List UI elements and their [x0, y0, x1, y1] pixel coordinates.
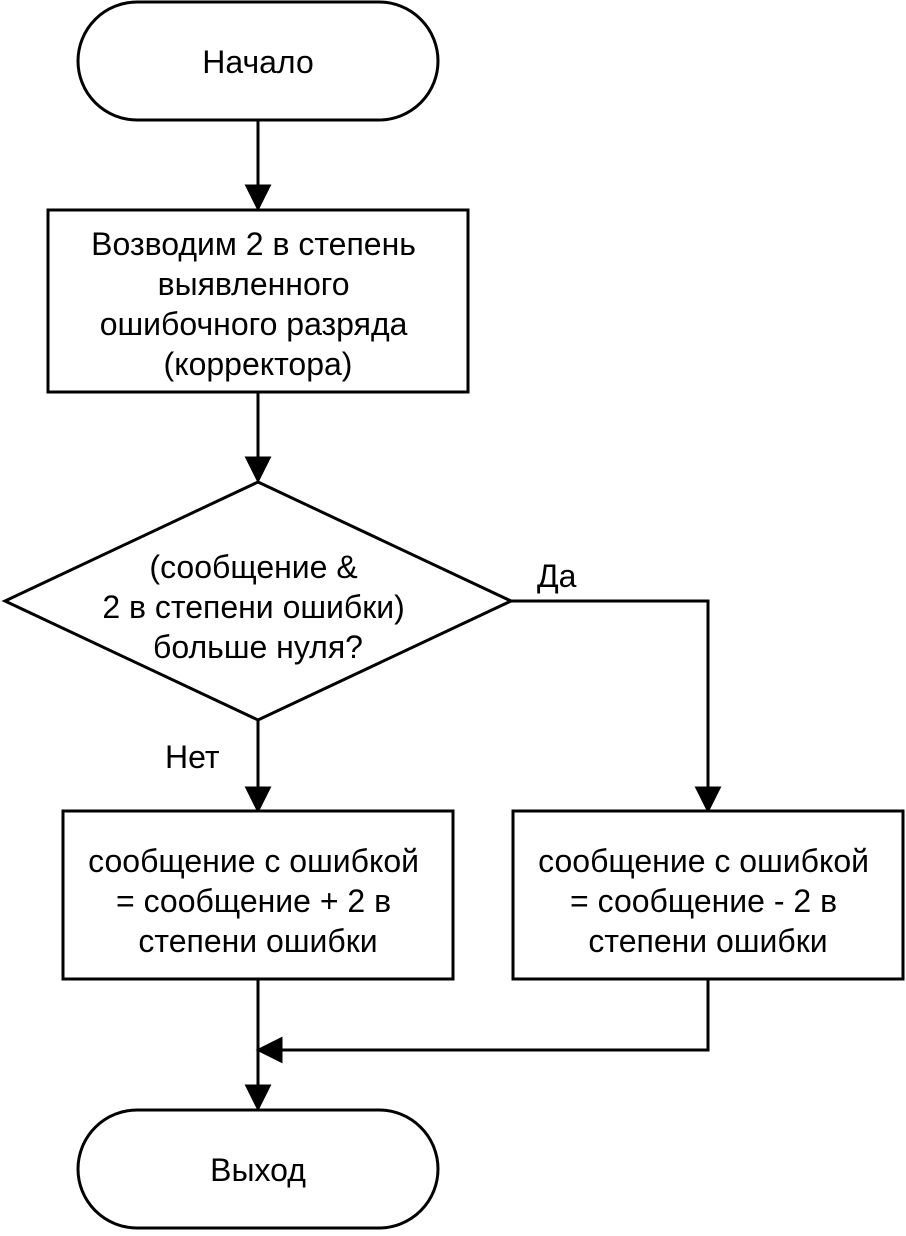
process-power-line: ошибочного разряда [100, 306, 408, 342]
arrowhead-icon [244, 184, 272, 212]
terminator-start: Начало [76, 0, 440, 122]
decision-line: (сообщение & [149, 549, 357, 585]
edge-label-no: Нет [165, 739, 220, 775]
process-yes-branch-line: сообщение с ошибкой [538, 843, 869, 879]
decision-sign-check: (сообщение & 2 в степени ошибки) больше … [1, 480, 515, 722]
process-no-branch-label: сообщение с ошибкой = сообщение + 2 в ст… [88, 843, 428, 959]
edge-label-yes: Да [537, 558, 577, 594]
arrowhead-icon [244, 456, 272, 484]
process-no-branch-line: степени ошибки [138, 923, 377, 959]
decision-label: (сообщение & 2 в степени ошибки) больше … [102, 549, 413, 665]
arrowhead-icon [255, 1036, 283, 1064]
terminator-start-label: Начало [202, 44, 314, 80]
connectors [244, 120, 722, 1112]
decision-line: больше нуля? [153, 629, 363, 665]
process-power-line: (корректора) [164, 346, 353, 382]
process-power-line: Возводим 2 в степень [91, 226, 416, 262]
process-yes-branch-line: степени ошибки [588, 923, 827, 959]
decision-line: 2 в степени ошибки) [102, 589, 404, 625]
terminator-exit: Выход [76, 1108, 440, 1230]
process-yes-branch-line: = сообщение - 2 в [570, 883, 837, 919]
process-yes-branch-label: сообщение с ошибкой = сообщение - 2 в ст… [538, 843, 878, 959]
arrowhead-icon [244, 1084, 272, 1112]
edge-decision-to-yes-branch [511, 599, 710, 792]
arrowhead-icon [694, 786, 722, 814]
process-no-branch: сообщение с ошибкой = сообщение + 2 в ст… [61, 809, 455, 981]
process-power-line: выявленного [158, 266, 350, 302]
arrowhead-icon [244, 786, 272, 814]
process-yes-branch: сообщение с ошибкой = сообщение - 2 в ст… [511, 809, 905, 981]
process-no-branch-line: сообщение с ошибкой [88, 843, 419, 879]
process-power: Возводим 2 в степень выявленного ошибочн… [46, 208, 470, 394]
terminator-exit-label: Выход [210, 1152, 306, 1188]
process-no-branch-line: = сообщение + 2 в [116, 883, 391, 919]
process-power-label: Возводим 2 в степень выявленного ошибочн… [91, 226, 425, 382]
